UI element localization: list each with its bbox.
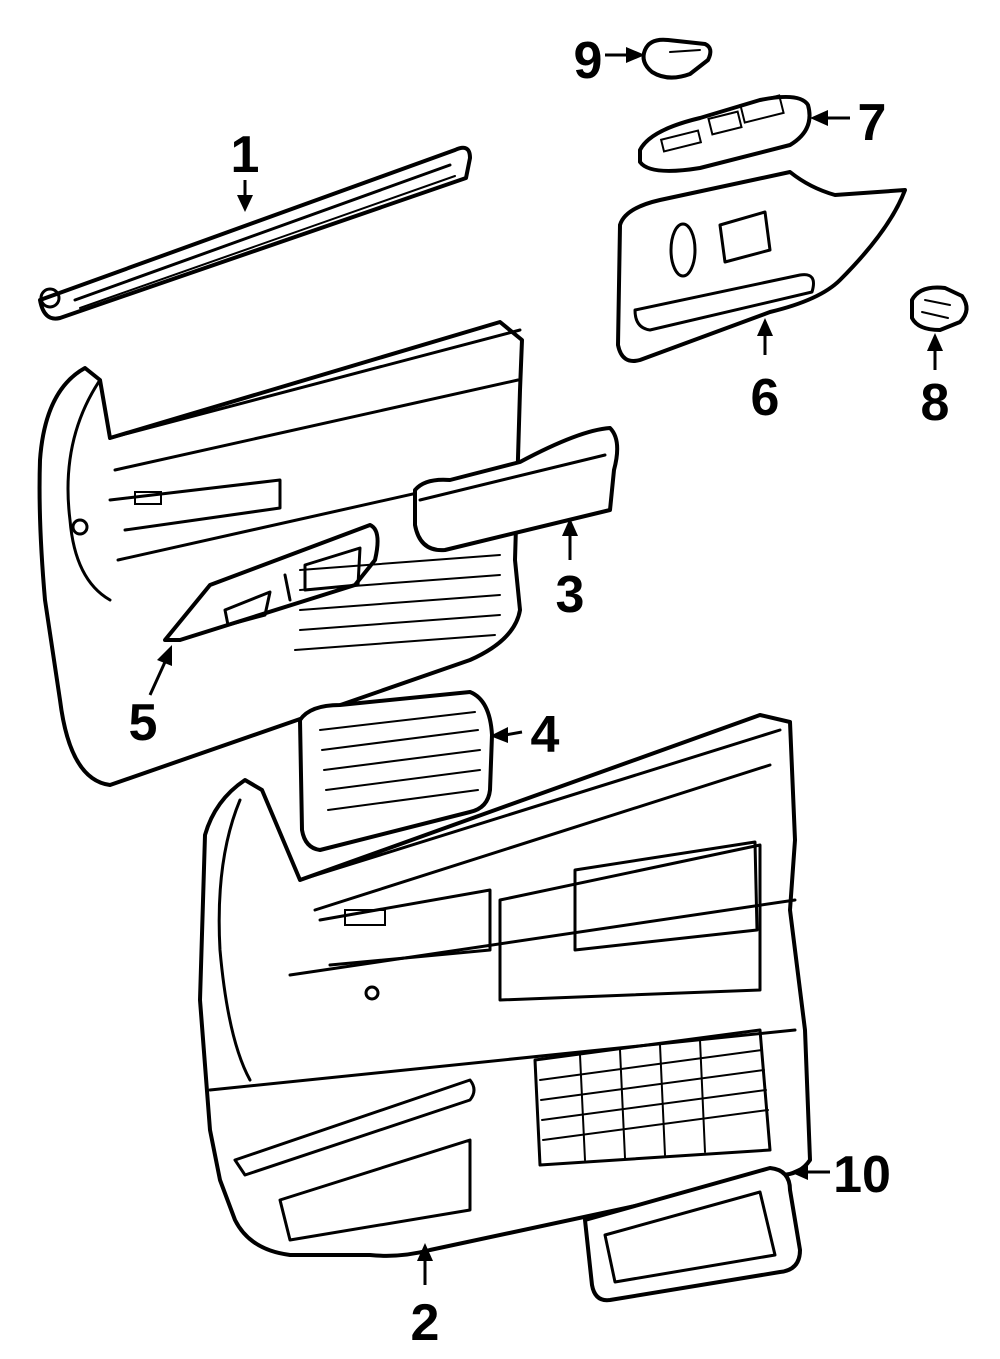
part-armrest-bezel	[616, 170, 907, 363]
part-switch	[910, 285, 969, 332]
callout-9: 9	[574, 32, 603, 90]
callout-8: 8	[921, 374, 950, 432]
part-window-switch-panel	[638, 94, 812, 173]
callout-10: 10	[833, 1146, 891, 1204]
callout-1: 1	[231, 126, 260, 184]
leader-lines	[148, 47, 943, 1285]
part-pull-handle-cup	[583, 1166, 802, 1303]
callout-4: 4	[531, 706, 560, 764]
part-speaker-grille	[294, 554, 501, 852]
callout-5: 5	[129, 694, 158, 752]
part-rear-door-trim-panel	[198, 713, 812, 1258]
callout-2: 2	[411, 1294, 440, 1352]
part-lock-knob	[641, 37, 713, 80]
callout-7: 7	[858, 94, 887, 152]
callout-labels: 1 2 3 4 5 6 7 8 9 10	[129, 32, 950, 1352]
part-upper-trim-molding	[38, 145, 472, 321]
callout-3: 3	[556, 566, 585, 624]
part-armrest	[413, 426, 620, 553]
callout-6: 6	[751, 369, 780, 427]
